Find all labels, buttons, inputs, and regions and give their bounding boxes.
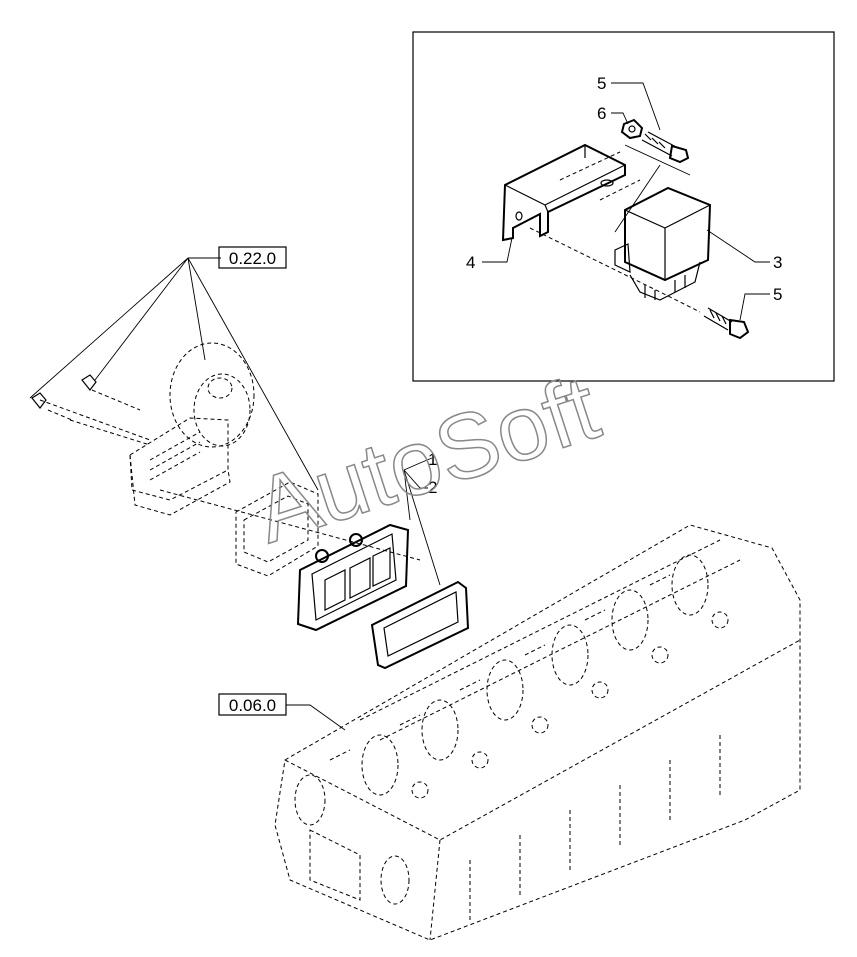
watermark: AutoSoft (243, 357, 610, 563)
callout-item-3: 3 (773, 253, 782, 272)
inset-detail-panel (412, 31, 835, 382)
callout-item-4: 4 (466, 253, 475, 272)
callout-item-5-top: 5 (597, 74, 606, 93)
cover-plate (296, 523, 410, 632)
callout-item-1: 1 (428, 450, 437, 469)
upper-assembly (29, 257, 421, 577)
cylinder-head (274, 524, 801, 941)
callout-item-6: 6 (597, 104, 606, 123)
reference-label-upper: 0.22.0 (229, 249, 276, 268)
nut (620, 118, 644, 140)
bolt-upper (641, 131, 690, 164)
reference-label-lower: 0.06.0 (229, 696, 276, 715)
reference-box-upper[interactable]: 0.22.0 (218, 246, 287, 269)
bolt-lower (703, 307, 750, 340)
relay-bracket (501, 143, 626, 242)
callout-item-2: 2 (428, 478, 437, 497)
gasket (370, 580, 470, 670)
relay (614, 186, 712, 301)
callout-item-5-bottom: 5 (773, 285, 782, 304)
reference-box-lower[interactable]: 0.06.0 (218, 693, 287, 716)
